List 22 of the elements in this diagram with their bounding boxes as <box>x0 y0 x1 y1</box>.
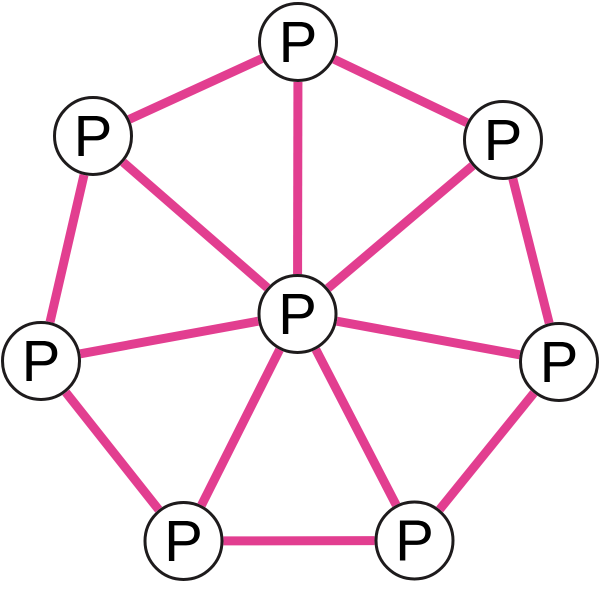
connector-line <box>436 390 538 512</box>
connector-line <box>80 316 259 358</box>
circle-node: P <box>53 96 133 176</box>
connector-line <box>224 536 374 546</box>
circle-node: P <box>1 321 81 401</box>
connector-line <box>46 174 88 324</box>
connector-line <box>62 390 162 512</box>
connector-line <box>197 348 284 508</box>
connector-line <box>120 158 270 292</box>
connector-line <box>332 55 469 127</box>
circle-node: P <box>519 322 599 402</box>
circle-node: P <box>258 2 338 82</box>
connector-line <box>128 54 264 124</box>
connector-line <box>325 162 476 292</box>
circle-node: P <box>144 501 224 581</box>
circle-node: P <box>463 100 543 180</box>
circle-node: P <box>258 274 338 354</box>
connector-line <box>508 178 554 324</box>
connector-line <box>293 82 302 274</box>
circle-node: P <box>374 500 454 580</box>
connector-line <box>312 347 400 508</box>
connector-line <box>336 316 520 360</box>
